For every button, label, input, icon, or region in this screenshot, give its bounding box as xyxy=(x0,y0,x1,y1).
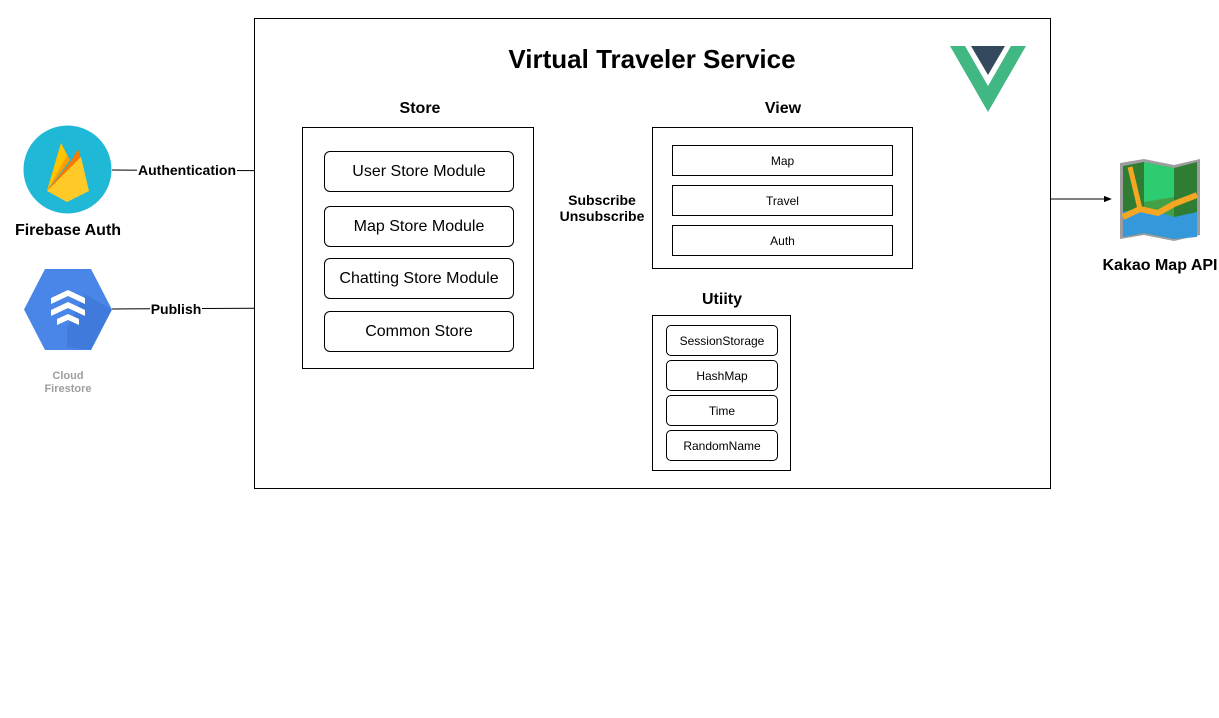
cloud-firestore-icon xyxy=(24,269,112,350)
kakao-map-icon xyxy=(1120,159,1200,241)
view-item-auth: Auth xyxy=(672,225,893,256)
kakao-map-api-label: Kakao Map API xyxy=(1102,257,1218,274)
store-label: Store xyxy=(399,100,441,117)
subscribe-label-line2: Unsubscribe xyxy=(559,208,645,224)
chatting-store-module: Chatting Store Module xyxy=(324,258,514,299)
service-title: Virtual Traveler Service xyxy=(508,44,796,74)
view-item-map: Map xyxy=(672,145,893,176)
utility-item-sessionstorage: SessionStorage xyxy=(666,325,778,356)
utility-item-hashmap: HashMap xyxy=(666,360,778,391)
user-store-module: User Store Module xyxy=(324,151,514,192)
cloud-firestore-label-line2: Firestore xyxy=(44,383,92,395)
utility-item-time: Time xyxy=(666,395,778,426)
subscribe-label-line1: Subscribe xyxy=(568,192,636,208)
firebase-icon xyxy=(23,125,112,214)
common-store: Common Store xyxy=(324,311,514,352)
view-item-travel: Travel xyxy=(672,185,893,216)
cloud-firestore-label: Cloud Firestore xyxy=(28,370,108,396)
utility-item-randomname: RandomName xyxy=(666,430,778,461)
vue-logo-icon xyxy=(950,46,1026,112)
publish-label: Publish xyxy=(150,301,202,317)
map-store-module: Map Store Module xyxy=(324,206,514,247)
firebase-auth-label: Firebase Auth xyxy=(14,222,122,239)
subscribe-label: Subscribe Unsubscribe xyxy=(556,192,648,224)
utility-label: Utiity xyxy=(702,291,742,308)
view-label: View xyxy=(764,100,802,117)
cloud-firestore-label-line1: Cloud xyxy=(52,370,84,382)
authentication-label: Authentication xyxy=(137,162,237,178)
